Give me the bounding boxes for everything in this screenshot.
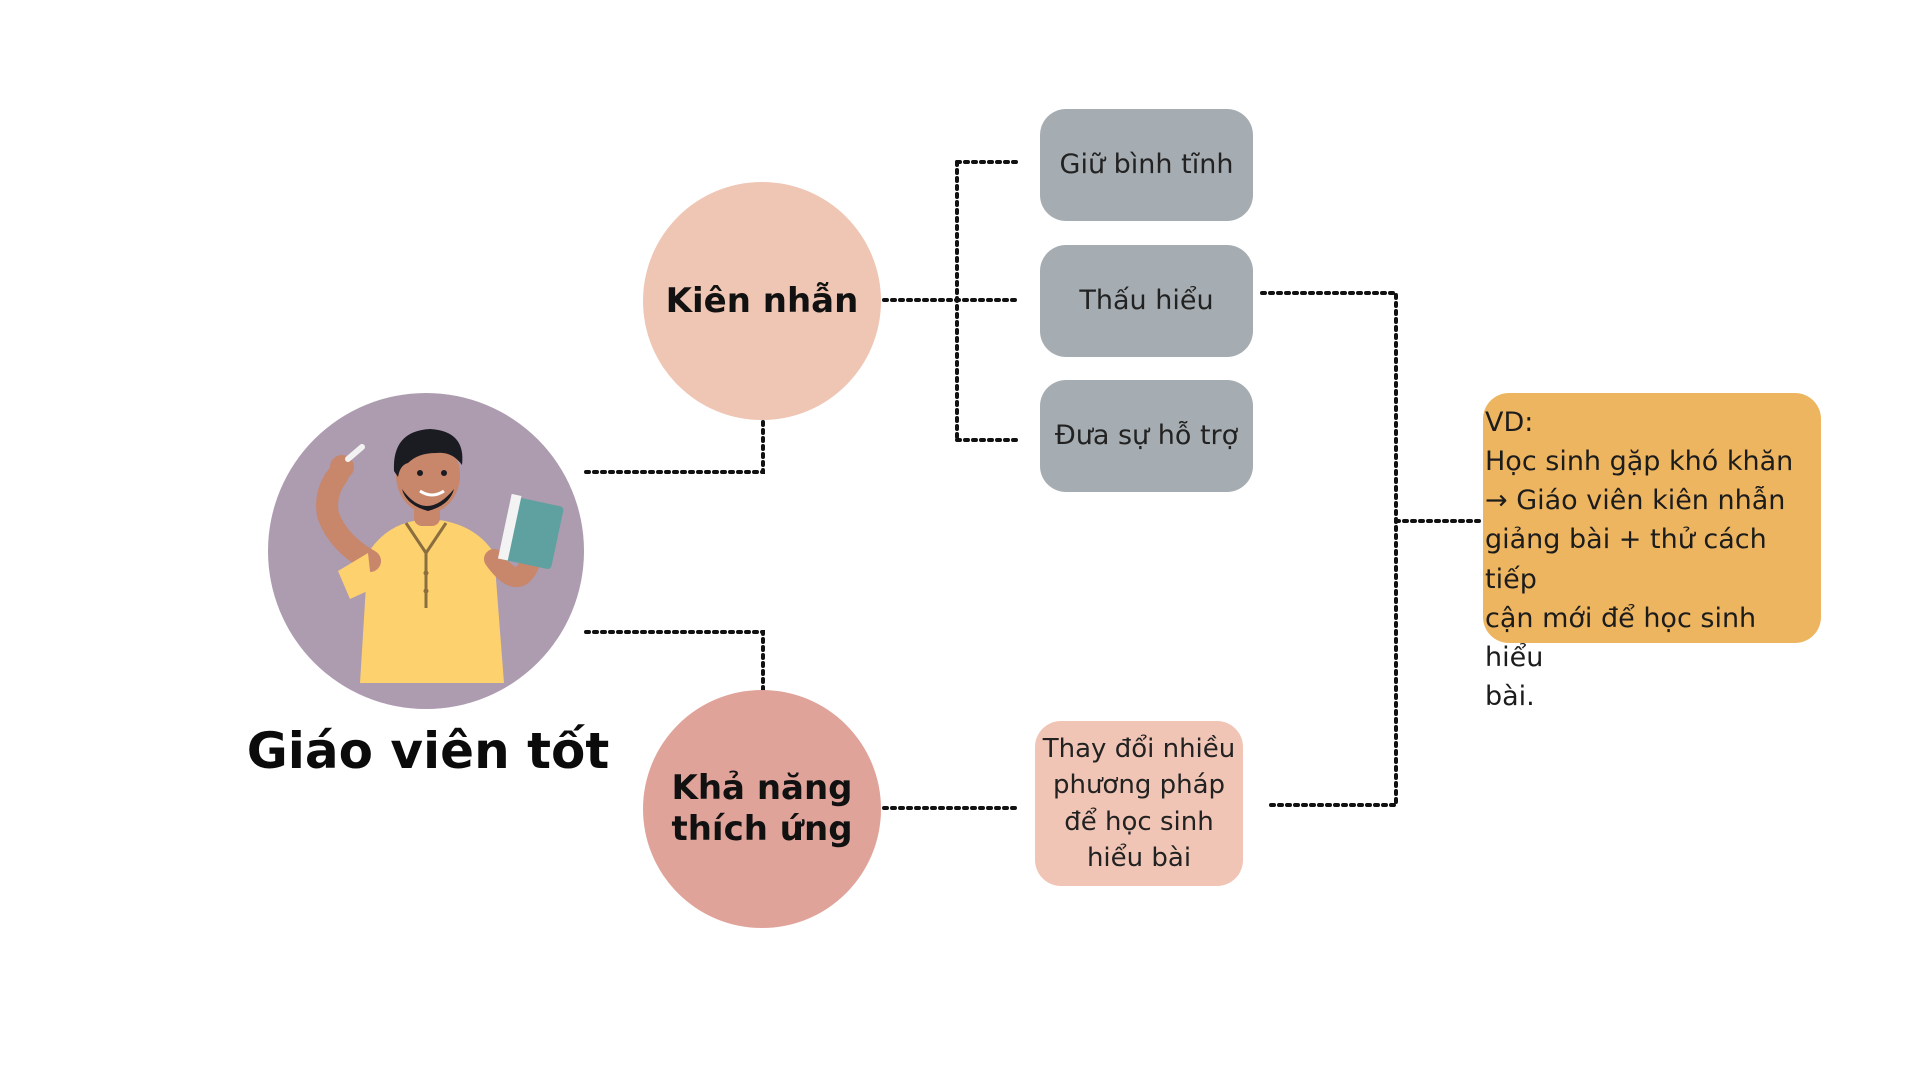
node-kien-nhan-label: Kiên nhẫn — [665, 280, 859, 321]
connector-thau-hieu-to-example — [1260, 291, 1398, 807]
box-thay-doi-line4: hiểu bài — [1086, 842, 1192, 873]
box-giu-binh-tinh: Giữ bình tĩnh — [1040, 109, 1253, 221]
example-line1: VD: — [1485, 407, 1534, 438]
node-kien-nhan: Kiên nhẫn — [643, 182, 881, 420]
box-thay-doi-phuong-phap: Thay đổi nhiều phương pháp để học sinh h… — [1035, 721, 1243, 886]
example-line4: giảng bài + thử cách tiếp — [1485, 524, 1767, 595]
example-box: VD: Học sinh gặp khó khăn → Giáo viên ki… — [1483, 393, 1821, 712]
box-thau-hieu-label: Thấu hiểu — [1079, 284, 1214, 316]
node-kha-nang-line2: thích ứng — [671, 809, 853, 849]
node-kha-nang-thich-ung: Khả năng thích ứng — [643, 690, 881, 928]
box-giu-binh-tinh-label: Giữ bình tĩnh — [1059, 148, 1234, 180]
example-line5: cận mới để học sinh hiểu — [1485, 602, 1757, 673]
box-thay-doi-line3: để học sinh — [1064, 806, 1214, 837]
box-thay-doi-line1: Thay đổi nhiều — [1042, 733, 1236, 764]
node-kha-nang-line1: Khả năng — [671, 768, 853, 809]
teacher-icon — [316, 429, 564, 683]
box-thay-doi-line2: phương pháp — [1052, 770, 1226, 801]
diagram-title: Giáo viên tốt — [246, 722, 610, 780]
box-thau-hieu: Thấu hiểu — [1040, 245, 1253, 357]
example-line6: bài. — [1485, 680, 1535, 712]
teacher-avatar — [268, 393, 584, 709]
box-dua-su-ho-tro-label: Đưa sự hỗ trợ — [1054, 419, 1239, 451]
example-line3: → Giáo viên kiên nhẫn — [1485, 485, 1786, 517]
box-dua-su-ho-tro: Đưa sự hỗ trợ — [1040, 380, 1253, 492]
example-line2: Học sinh gặp khó khăn — [1485, 446, 1794, 478]
